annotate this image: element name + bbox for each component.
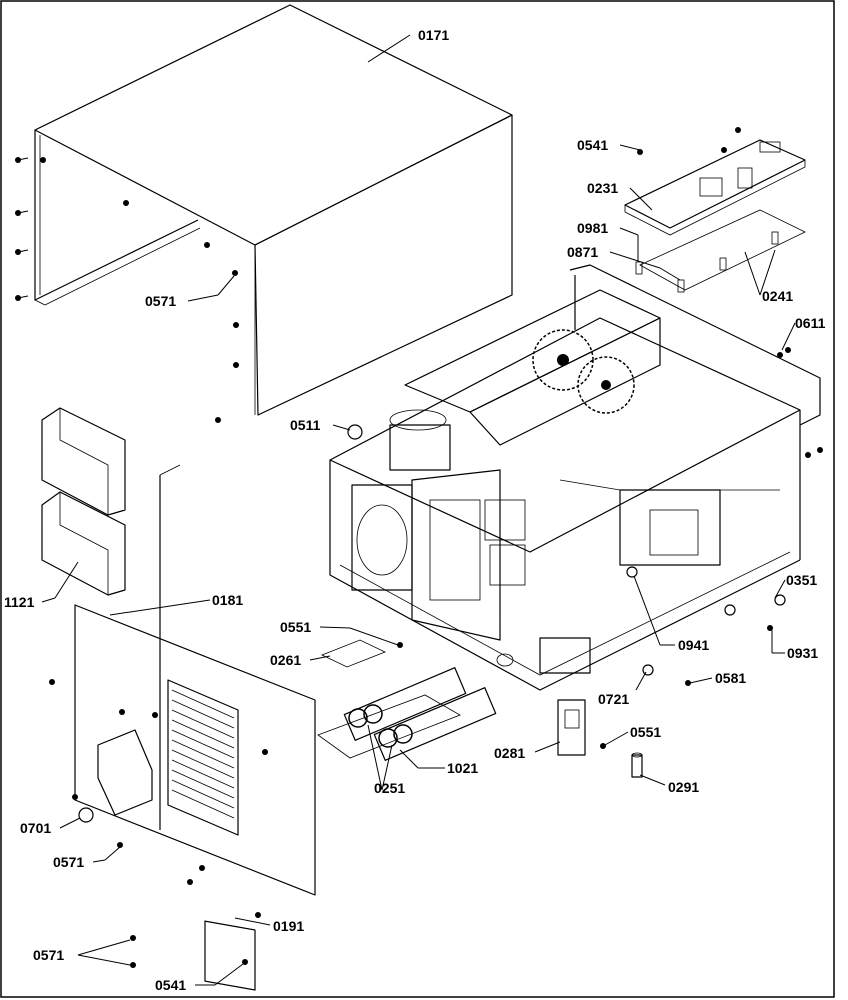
screw-icon <box>204 242 210 248</box>
lower-small-parts <box>321 637 643 778</box>
thermal-switch-icon <box>774 594 786 606</box>
screw-icon <box>72 794 78 800</box>
screw-icon <box>130 935 136 941</box>
leader-lines <box>41 34 796 986</box>
screw-icon <box>123 200 129 206</box>
label-0931: 0931 <box>787 645 818 661</box>
vent-grille <box>171 689 235 819</box>
label-0551-right: 0551 <box>630 724 661 740</box>
label-0171: 0171 <box>418 27 449 43</box>
label-0941: 0941 <box>678 637 709 653</box>
label-0351: 0351 <box>786 572 817 588</box>
screw-icon <box>262 749 268 755</box>
screw-icon <box>777 352 783 358</box>
screw-icon <box>130 962 136 968</box>
screw-icon <box>40 157 46 163</box>
screw-icon <box>215 417 221 423</box>
control-board <box>624 139 806 291</box>
label-0541-top: 0541 <box>577 137 608 153</box>
bracket-0261 <box>321 639 386 668</box>
label-0251: 0251 <box>374 780 405 796</box>
switch-icon <box>626 566 638 578</box>
outer-cabinet <box>34 4 513 416</box>
screw-icon <box>637 149 643 155</box>
screw-icon <box>397 642 403 648</box>
screw-icon <box>685 680 691 686</box>
main-chassis <box>329 264 821 691</box>
magnetron-frame <box>411 469 526 641</box>
screw-icon <box>49 679 55 685</box>
screw-icon <box>15 295 29 301</box>
screw-icon <box>232 270 238 276</box>
label-0281: 0281 <box>494 745 525 761</box>
board-spacers <box>635 127 779 293</box>
screw-icon <box>255 912 261 918</box>
label-1121: 1121 <box>4 594 35 610</box>
label-0571-mid: 0571 <box>53 854 84 870</box>
screw-icon <box>15 210 29 216</box>
air-ducts <box>41 407 126 596</box>
label-0871: 0871 <box>567 244 598 260</box>
part-labels: 0171 0541 0231 0981 0871 0241 0611 0571 … <box>4 27 826 993</box>
turntable-gears <box>532 329 635 414</box>
screw-icon <box>15 157 29 163</box>
label-0291: 0291 <box>668 779 699 795</box>
fan-motor-assembly <box>347 409 451 471</box>
back-panel <box>74 464 316 991</box>
label-0611: 0611 <box>795 315 826 331</box>
label-1021: 1021 <box>447 760 478 776</box>
screw-icon <box>785 347 791 353</box>
label-0721: 0721 <box>598 691 629 707</box>
label-0541-bottom: 0541 <box>155 977 186 993</box>
screw-icon <box>233 362 239 368</box>
screw-icon <box>767 625 773 631</box>
switch-icon <box>724 604 736 616</box>
label-0551-left: 0551 <box>280 619 311 635</box>
screw-icon <box>187 879 193 885</box>
back-panel-screws <box>49 679 268 968</box>
label-0181: 0181 <box>212 592 243 608</box>
label-0571-bottom: 0571 <box>33 947 64 963</box>
screw-icon <box>199 865 205 871</box>
label-0261: 0261 <box>270 652 301 668</box>
transformer <box>351 484 413 591</box>
screw-icon <box>805 452 811 458</box>
capacitors <box>317 667 497 761</box>
screw-icon <box>117 842 123 848</box>
label-0701: 0701 <box>20 820 51 836</box>
right-side-parts <box>397 347 823 749</box>
switch-icon <box>642 664 654 676</box>
label-0191: 0191 <box>273 918 304 934</box>
label-0511: 0511 <box>290 417 321 433</box>
screw-icon <box>119 709 125 715</box>
fan-nut-icon <box>347 424 363 440</box>
screw-icon <box>233 322 239 328</box>
label-0231: 0231 <box>587 180 618 196</box>
fuse-0291 <box>631 752 643 778</box>
screw-icon <box>721 147 727 153</box>
label-0571-cabinet: 0571 <box>145 293 176 309</box>
screw-icon <box>242 959 248 965</box>
bracket-0281 <box>557 699 586 756</box>
cabinet-screws <box>15 157 239 423</box>
screw-icon <box>817 447 823 453</box>
screw-icon <box>600 743 606 749</box>
label-0581: 0581 <box>715 670 746 686</box>
screw-icon <box>152 712 158 718</box>
screw-icon <box>735 127 741 133</box>
screw-icon <box>15 249 29 255</box>
label-0981: 0981 <box>577 220 608 236</box>
label-0241: 0241 <box>762 288 793 304</box>
thermostat-icon <box>78 807 94 823</box>
